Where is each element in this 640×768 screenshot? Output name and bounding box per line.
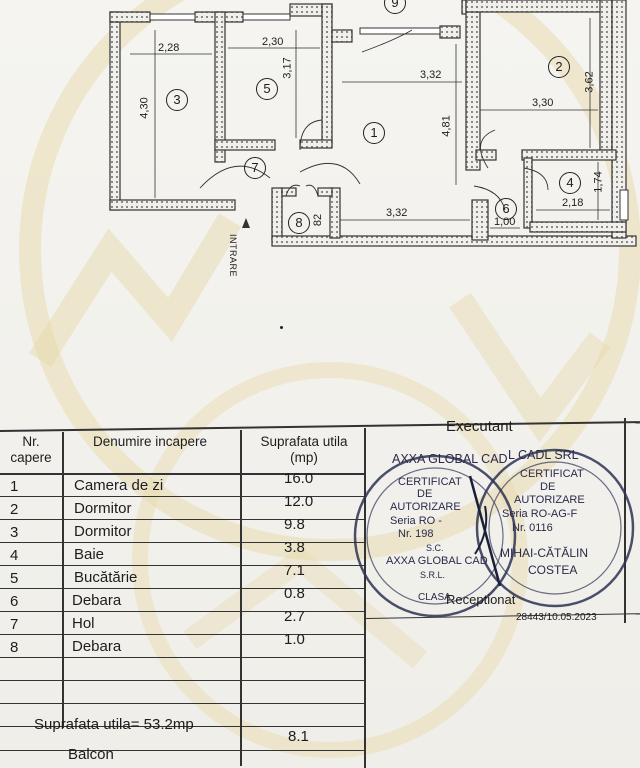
- stamp-right-line: Nr. 0116: [512, 522, 553, 534]
- table-line: [0, 611, 366, 612]
- row-area: 1.0: [284, 631, 305, 648]
- stamp-left-bottom: CLASA: [418, 592, 451, 603]
- reference-number: 28443/10.05.2023: [516, 612, 597, 623]
- room-number: 2: [548, 56, 570, 78]
- floor-plan-drawing: [109, 0, 637, 247]
- table-line: [0, 680, 366, 681]
- dimension-label: 1,74: [592, 171, 605, 193]
- table-line: [364, 428, 366, 768]
- dimension-label: 2,28: [158, 42, 180, 54]
- room-number: 7: [244, 157, 266, 179]
- stamp-left-line: Nr. 198: [398, 528, 434, 540]
- dot-mark: [280, 326, 283, 329]
- table-line: [0, 565, 366, 566]
- header-executant: Executant: [446, 418, 513, 435]
- table-line: [0, 542, 366, 543]
- dimension-label: 3,17: [281, 57, 294, 79]
- stamp-left-line: CERTIFICAT: [398, 476, 462, 488]
- row-nr: 7: [10, 616, 19, 633]
- row-nr: 5: [10, 570, 19, 587]
- stamp-right-line: CERTIFICAT: [520, 468, 584, 480]
- dimension-label: 2,30: [262, 36, 284, 48]
- table-line: [0, 496, 366, 497]
- row-area: 2.7: [284, 608, 305, 625]
- dimension-label: 3,62: [583, 71, 596, 93]
- stamp-left-top: AXXA GLOBAL CAD: [392, 452, 508, 466]
- row-area: 3.8: [284, 539, 305, 556]
- row-area: 16.0: [284, 470, 314, 487]
- stamp-right-line: COSTEA: [528, 563, 578, 577]
- room-number: 8: [288, 212, 310, 234]
- stamp-left-line: S.C.: [426, 543, 444, 553]
- total-area: Suprafata utila= 53.2mp: [34, 716, 194, 733]
- table-line: [0, 703, 366, 704]
- header-name: Denumire incapere: [92, 434, 208, 449]
- row-name: Debara: [72, 592, 122, 609]
- stamp-seals: [353, 448, 635, 618]
- stamp-right-top: L CADL SRL: [508, 448, 579, 462]
- stamp-left-line: S.R.L.: [420, 570, 446, 580]
- row-name: Camera de zi: [74, 477, 164, 494]
- row-nr: 4: [10, 547, 19, 564]
- room-number: 3: [166, 89, 188, 111]
- row-name: Dormitor: [74, 523, 132, 540]
- stamp-right-line: MIHAI-CĂTĂLIN: [500, 546, 589, 560]
- row-name: Bucătărie: [74, 569, 138, 586]
- row-area: 12.0: [284, 493, 314, 510]
- stamp-left-line: AUTORIZARE: [390, 501, 461, 513]
- row-name: Debara: [72, 638, 122, 655]
- stamp-left-line: DE: [417, 488, 433, 500]
- row-name: Baie: [74, 546, 105, 563]
- header-area: Suprafata utila (mp): [260, 434, 348, 465]
- table-line: [0, 750, 366, 751]
- room-number: 4: [559, 172, 581, 194]
- row-area: 7.1: [284, 562, 305, 579]
- table-line: [0, 519, 366, 520]
- stamp-right-line: Seria RO-AG-F: [502, 508, 578, 520]
- dimension-label: 2,18: [562, 197, 584, 209]
- row-nr: 8: [10, 639, 19, 656]
- table-line: [240, 430, 242, 766]
- table-line: [0, 588, 366, 589]
- room-number: 5: [256, 78, 278, 100]
- room-number: 6: [495, 198, 517, 220]
- entrance-label: INTRARE: [228, 234, 238, 278]
- received-label: Receptionat: [446, 592, 516, 607]
- stamp-right-line: DE: [540, 481, 556, 493]
- table-line: [0, 473, 366, 475]
- row-area: 9.8: [284, 516, 305, 533]
- table-line: [0, 726, 366, 727]
- dimension-label: 4,81: [440, 115, 453, 137]
- row-area: 0.8: [284, 585, 305, 602]
- floor-plan: 2,28 2,30 3,17 4,30 3,32 4,81 3,62 3,30 …: [0, 0, 640, 330]
- table-line: [624, 418, 626, 623]
- dimension-label: 3,32: [420, 69, 442, 81]
- row-nr: 1: [10, 478, 19, 495]
- row-nr: 3: [10, 524, 19, 541]
- stamp-left-line: AXXA GLOBAL CAD: [386, 555, 488, 567]
- stamp-right-line: AUTORIZARE: [514, 494, 585, 506]
- dimension-label: 82: [312, 213, 325, 227]
- dimension-label: 3,32: [386, 207, 408, 219]
- rooms-table: Nr. capere Denumire incapere Suprafata u…: [0, 418, 640, 768]
- balcony-area: 8.1: [288, 728, 309, 745]
- table-line: [62, 432, 64, 728]
- row-name: Dormitor: [74, 500, 132, 517]
- table-line: [0, 657, 366, 658]
- balcony-name: Balcon: [68, 746, 114, 763]
- row-nr: 2: [10, 501, 19, 518]
- table-line: [0, 421, 640, 432]
- room-number: 1: [363, 122, 385, 144]
- row-nr: 6: [10, 593, 19, 610]
- dimension-label: 3,30: [532, 97, 554, 109]
- row-name: Hol: [72, 615, 95, 632]
- header-nr: Nr. capere: [10, 434, 52, 465]
- dimension-label: 4,30: [138, 97, 151, 119]
- table-line: [0, 634, 366, 635]
- stamp-left-line: Seria RO -: [390, 515, 442, 527]
